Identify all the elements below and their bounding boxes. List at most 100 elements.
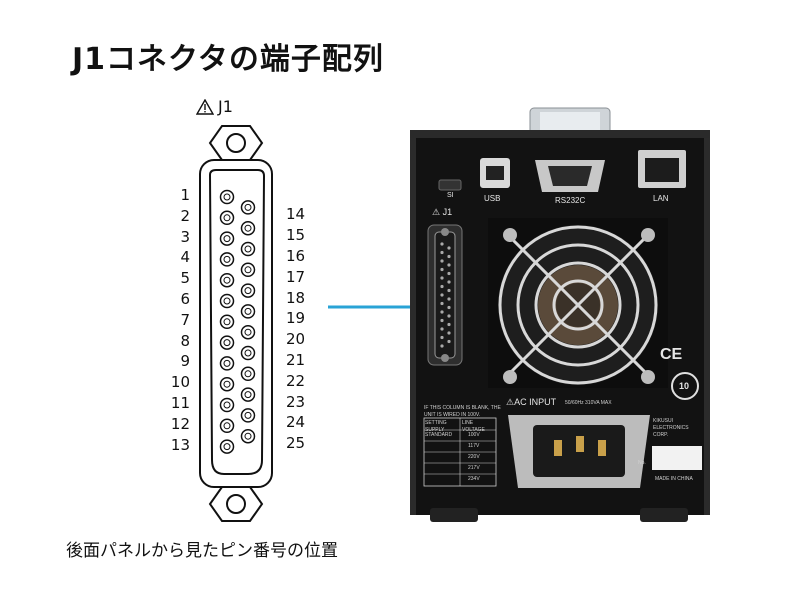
panel-pin <box>440 318 444 323</box>
pin-1 <box>219 189 235 205</box>
panel-pin <box>447 263 451 267</box>
pin-16-inner <box>244 245 252 253</box>
ac-input-spec: 50/60Hz 310VA MAX <box>565 400 612 406</box>
panel-j1-label: ⚠ J1 <box>432 207 453 217</box>
pin-13-inner <box>223 443 231 451</box>
pin-25-inner <box>244 432 252 440</box>
warning-triangle-icon <box>196 98 214 115</box>
pin-10 <box>219 376 235 392</box>
top-mount-hole <box>226 133 246 153</box>
pin-15-inner <box>244 224 252 232</box>
panel-pin <box>447 246 451 250</box>
pin-label-14: 14 <box>286 205 306 224</box>
panel-pin <box>447 297 451 301</box>
pin-label-13: 13 <box>170 435 190 454</box>
pin-label-16: 16 <box>286 247 306 265</box>
usb-label: USB <box>484 194 501 203</box>
pin-21-inner <box>244 349 252 357</box>
pin-9 <box>219 356 235 371</box>
recycle-mark <box>671 372 699 400</box>
table-cell-voltage: 217V <box>468 465 480 471</box>
maker-line-2: ELECTRONICS <box>653 425 689 431</box>
table-header-1: SETTING SUPPLY <box>425 420 447 433</box>
pin-10-inner <box>223 380 231 388</box>
pin-label-4: 4 <box>180 248 190 267</box>
panel-pin <box>440 344 444 348</box>
pin-label-20: 20 <box>286 330 306 349</box>
pin-25 <box>240 428 256 444</box>
pin-4 <box>219 252 235 267</box>
pin-6-inner <box>223 297 231 305</box>
pin-11-inner <box>223 401 231 409</box>
pin-label-22: 22 <box>286 371 306 390</box>
pin-label-9: 9 <box>180 352 190 371</box>
pin-12-inner <box>223 422 231 430</box>
pin-24 <box>240 408 256 423</box>
pin-label-1: 1 <box>180 186 190 204</box>
pin-3-inner <box>223 235 231 243</box>
panel-pin <box>447 254 451 259</box>
no-label: No. <box>638 460 646 466</box>
pin-group <box>219 189 256 454</box>
connector-label-text: J1 <box>218 97 233 116</box>
pin-label-23: 23 <box>286 392 306 411</box>
pin-17-inner <box>244 266 252 274</box>
panel-pin <box>440 327 444 331</box>
pin-label-6: 6 <box>180 290 190 308</box>
panel-pin <box>447 288 451 293</box>
ac-input-label: ⚠AC INPUT <box>506 397 557 407</box>
pin-3 <box>219 231 235 246</box>
pin-9-inner <box>223 359 231 367</box>
pin-13 <box>219 439 235 454</box>
pin-label-2: 2 <box>180 206 190 225</box>
pin-20 <box>240 324 256 340</box>
pin-5 <box>219 272 235 288</box>
panel-pin <box>447 331 451 335</box>
pin-label-17: 17 <box>286 267 306 286</box>
pin-label-11: 11 <box>170 394 190 412</box>
page-title: J1コネクタの端子配列 <box>72 42 384 77</box>
pin-17 <box>240 262 256 278</box>
pin-label-7: 7 <box>180 310 190 329</box>
pin-12 <box>219 418 235 434</box>
table-cell-setting: STANDARD <box>425 432 453 438</box>
panel-pin <box>447 322 451 327</box>
panel-pin <box>440 335 444 340</box>
panel-pin <box>440 242 444 246</box>
pin-label-5: 5 <box>180 269 190 288</box>
pin-label-24: 24 <box>286 413 306 432</box>
table-cell-voltage: 100V <box>468 432 480 438</box>
pin-1-inner <box>223 193 231 201</box>
rear-panel <box>410 107 710 522</box>
panel-pin <box>440 259 444 263</box>
table-cell-voltage: 234V <box>468 476 480 482</box>
panel-pin <box>447 280 451 284</box>
pin-2 <box>219 210 235 226</box>
si-label: SI <box>447 192 454 199</box>
pin-5-inner <box>223 276 231 284</box>
panel-j1-text: J1 <box>442 207 453 217</box>
pin-8 <box>219 335 235 350</box>
panel-pin <box>440 284 444 289</box>
panel-pin <box>440 301 444 306</box>
panel-pin <box>440 276 444 280</box>
pin-7 <box>219 314 235 330</box>
pin-16 <box>240 241 256 257</box>
pin-8-inner <box>223 339 231 347</box>
top-mount-hex <box>208 125 264 161</box>
pin-4-inner <box>223 255 231 263</box>
panel-pin <box>440 310 444 314</box>
pin-label-8: 8 <box>180 331 190 350</box>
panel-pin <box>440 293 444 297</box>
pin-7-inner <box>223 318 231 326</box>
pin-23 <box>240 387 256 402</box>
maker-line-3: CORP. <box>653 432 669 438</box>
panel-pin <box>447 305 451 310</box>
pin-label-10: 10 <box>170 373 190 392</box>
panel-pin <box>440 267 444 272</box>
pin-19-inner <box>244 307 252 315</box>
pin-11 <box>219 397 235 413</box>
pin-label-15: 15 <box>286 226 306 245</box>
pin-label-12: 12 <box>170 414 190 433</box>
pin-14 <box>240 200 256 215</box>
